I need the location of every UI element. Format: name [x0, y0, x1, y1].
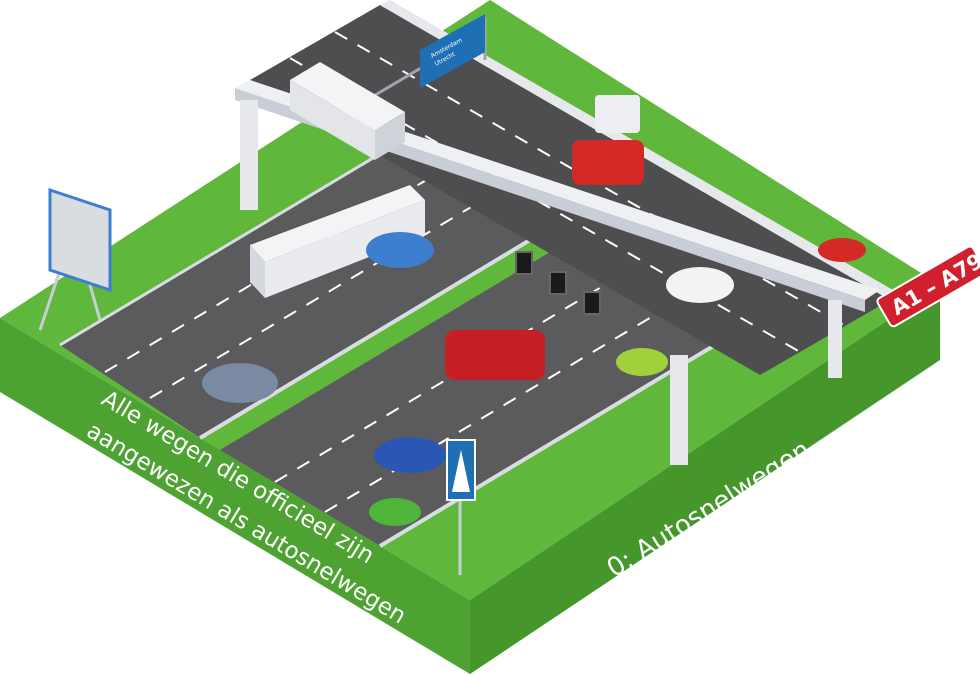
car-silver-1: [202, 363, 278, 403]
billboard: [38, 187, 112, 331]
car-red: [818, 238, 866, 262]
car-green: [369, 498, 421, 526]
lower-highway: [59, 116, 762, 548]
motorway-sign: [446, 439, 476, 575]
car-lime: [616, 348, 668, 376]
car-white: [666, 267, 734, 303]
vehicles: [202, 62, 866, 526]
van-red-1: [445, 330, 545, 380]
truck-white-far: [595, 95, 640, 133]
van-red-2: [572, 140, 644, 185]
car-blue-1: [366, 232, 434, 268]
car-blue-2: [374, 437, 446, 473]
bus: [290, 62, 405, 160]
truck: [250, 185, 425, 298]
